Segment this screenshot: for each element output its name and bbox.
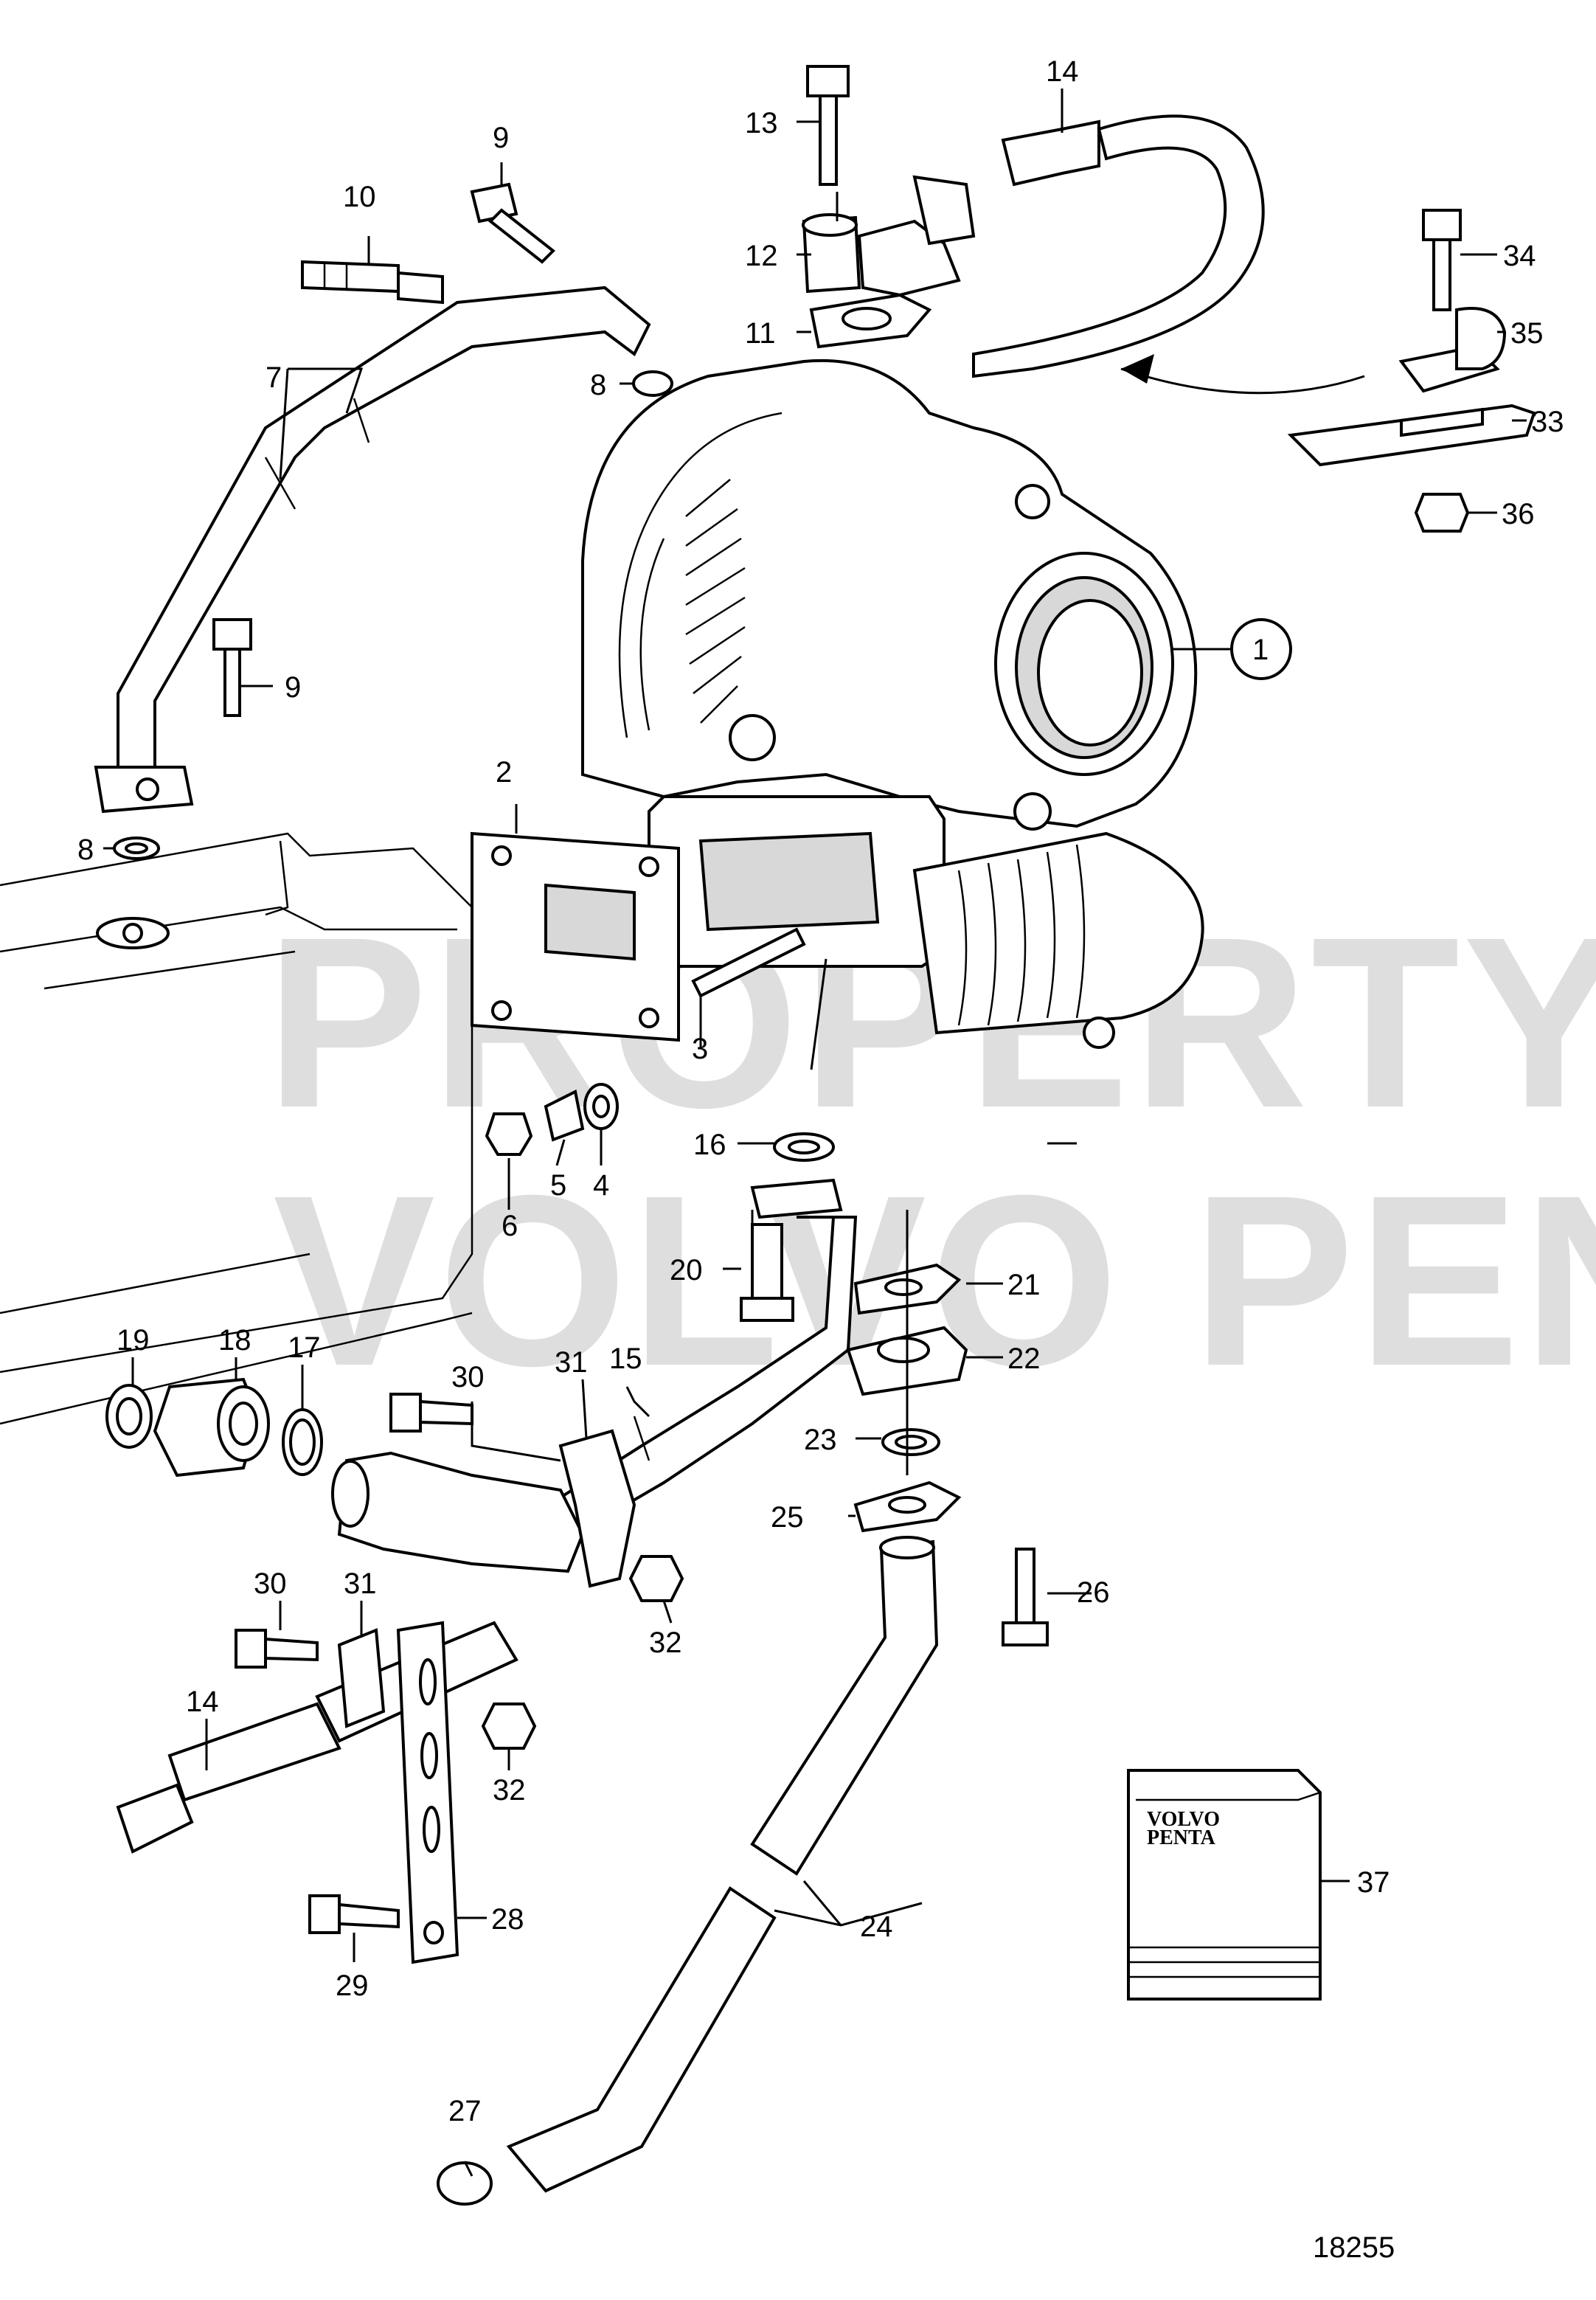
callout-11: 11	[745, 317, 776, 350]
callout-32-lower: 32	[493, 1774, 526, 1807]
leader-lines	[103, 89, 1527, 2177]
callout-1-circle	[1230, 618, 1292, 680]
callout-27: 27	[448, 2095, 482, 2127]
nut-32-upper	[628, 1555, 684, 1602]
callout-13: 13	[745, 107, 778, 139]
union-18	[153, 1377, 270, 1478]
gasket-11	[809, 293, 932, 349]
callout-8-upper: 8	[590, 369, 606, 401]
strap-28	[396, 1621, 459, 1964]
clamp-35	[1398, 307, 1507, 393]
washer-8-upper	[632, 370, 673, 397]
manual-brand-line-1: VOLVO	[1147, 1808, 1220, 1831]
callout-29: 29	[336, 1970, 369, 2002]
callout-14-upper: 14	[1046, 55, 1079, 88]
callout-31-upper: 31	[555, 1346, 588, 1379]
nut-32-lower	[481, 1703, 537, 1750]
washer-4	[583, 1083, 619, 1130]
callout-2: 2	[496, 756, 512, 789]
ring-17	[282, 1408, 323, 1476]
callout-24: 24	[860, 1911, 893, 1943]
hose-14-top	[972, 114, 1265, 378]
connector-12	[802, 175, 976, 297]
callout-37: 37	[1357, 1866, 1390, 1899]
callout-36: 36	[1502, 498, 1535, 530]
callout-23: 23	[804, 1424, 837, 1456]
callout-8-lower: 8	[77, 834, 94, 866]
callout-7: 7	[266, 361, 282, 394]
callout-33: 33	[1531, 406, 1564, 438]
callout-19: 19	[117, 1324, 150, 1357]
callout-14-lower: 14	[186, 1686, 219, 1718]
washer-5	[544, 1090, 585, 1142]
engine-manifold	[0, 832, 473, 1425]
callout-30-lower: 30	[254, 1568, 287, 1600]
callout-9-upper: 9	[493, 122, 509, 154]
turbocharger	[581, 358, 1204, 1049]
pipe-7	[94, 285, 651, 814]
bracket-33	[1287, 403, 1536, 467]
callout-1: 1	[1252, 634, 1269, 666]
callout-18: 18	[218, 1324, 251, 1357]
union-fitting-10	[301, 260, 444, 305]
elbow-pipe	[331, 1451, 585, 1573]
gasket-2	[471, 831, 680, 1042]
callout-9-lower: 9	[285, 671, 301, 704]
callout-31-lower: 31	[344, 1568, 377, 1600]
gasket-25	[853, 1480, 962, 1533]
callout-26: 26	[1077, 1576, 1110, 1609]
callout-32-upper: 32	[649, 1627, 682, 1659]
callout-labels: 1 2 3 4 5 6 7 8 8 9 9 10 11 12 13 14 14 …	[77, 55, 1564, 2127]
callout-5: 5	[550, 1169, 566, 1202]
nut-6	[485, 1112, 533, 1156]
callout-21: 21	[1007, 1269, 1041, 1301]
routing-arrow	[1120, 354, 1365, 395]
bolts	[212, 65, 1462, 1934]
clamp-31-lower	[337, 1628, 386, 1728]
pipe-15	[558, 1178, 858, 1537]
callout-34: 34	[1503, 240, 1536, 272]
callout-30-upper: 30	[451, 1361, 485, 1393]
manual-brand-line-2: PENTA	[1147, 1826, 1216, 1849]
clamp-22	[846, 1326, 968, 1396]
service-manual-37: VOLVO PENTA	[1127, 1769, 1322, 2001]
washer-8-lower	[113, 836, 160, 860]
callout-3: 3	[692, 1033, 708, 1065]
callout-17: 17	[288, 1331, 321, 1364]
washer-16	[773, 1132, 835, 1162]
drawing-number: 18255	[1313, 2231, 1395, 2264]
callout-20: 20	[670, 1254, 703, 1286]
callout-16: 16	[693, 1129, 726, 1161]
callout-6: 6	[502, 1210, 518, 1242]
washer-23	[881, 1428, 940, 1456]
callout-25: 25	[771, 1501, 804, 1534]
callout-28: 28	[491, 1903, 524, 1936]
callout-10: 10	[343, 181, 376, 213]
callout-35: 35	[1510, 317, 1544, 350]
callout-15: 15	[609, 1343, 642, 1375]
union-19	[105, 1384, 153, 1449]
hose-24	[437, 1536, 939, 2206]
nut-36	[1414, 493, 1470, 533]
callout-22: 22	[1007, 1343, 1041, 1375]
callout-4: 4	[593, 1169, 609, 1202]
callout-12: 12	[745, 240, 778, 272]
clamp-31-upper	[558, 1429, 636, 1588]
